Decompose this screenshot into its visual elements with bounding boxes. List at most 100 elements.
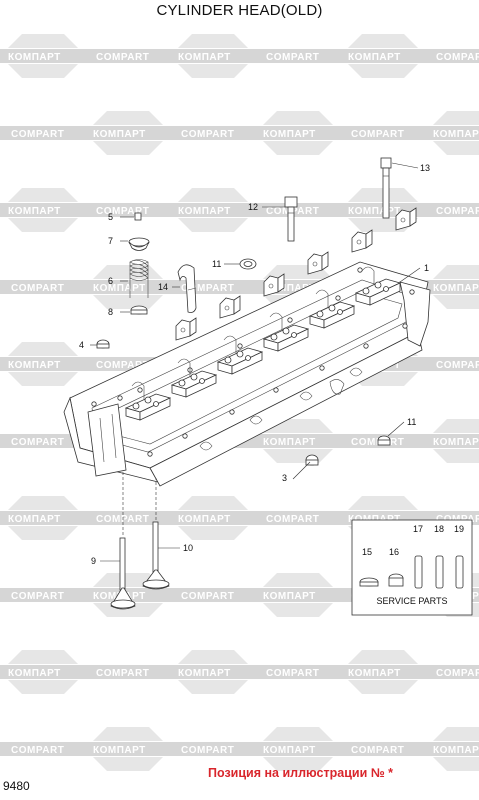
watermark-text-ru: КОМПАРТ xyxy=(8,360,61,371)
part-3-plug xyxy=(305,454,319,466)
callout-4: 4 xyxy=(79,340,84,350)
watermark-text-ru: КОМПАРТ xyxy=(178,52,231,63)
callout-19: 19 xyxy=(454,524,464,534)
watermark-text-en: COMPART xyxy=(436,514,479,525)
callout-14: 14 xyxy=(158,282,168,292)
watermark-text-ru: КОМПАРТ xyxy=(433,437,479,448)
cylinder-valve-module xyxy=(262,312,310,352)
callout-12: 12 xyxy=(248,202,258,212)
watermark-text-ru: КОМПАРТ xyxy=(263,591,316,602)
part-13-long-bolt xyxy=(380,157,392,219)
watermark-text-en: COMPART xyxy=(266,52,319,63)
bolt-hole xyxy=(363,343,369,349)
watermark-badge: КОМПАРТ COMPART xyxy=(164,34,340,78)
cylinder-valve-module xyxy=(124,381,172,421)
watermark-text-en: COMPART xyxy=(11,745,64,756)
watermark-text-en: COMPART xyxy=(11,283,64,294)
watermark-text-en: COMPART xyxy=(96,514,149,525)
callout-11-top: 11 xyxy=(212,259,221,269)
bolt-hole xyxy=(229,409,235,415)
callout-1: 1 xyxy=(424,263,429,273)
callout-17: 17 xyxy=(413,524,423,534)
callout-5: 5 xyxy=(108,212,113,222)
watermark-badge: КОМПАРТ COMPART xyxy=(0,34,170,78)
watermark-text-en: COMPART xyxy=(181,129,234,140)
cylinder-valve-module xyxy=(308,289,356,329)
bolt-hole xyxy=(357,267,363,273)
watermark-text-en: COMPART xyxy=(436,668,479,679)
callout-13: 13 xyxy=(420,163,430,173)
callout-18: 18 xyxy=(434,524,444,534)
cylinder-valve-module xyxy=(216,335,264,375)
watermark-badge: КОМПАРТ COMPART xyxy=(0,650,170,694)
watermark-text-en: COMPART xyxy=(96,668,149,679)
watermark-text-ru: КОМПАРТ xyxy=(178,206,231,217)
watermark-text-en: COMPART xyxy=(351,129,404,140)
watermark-badge: КОМПАРТ COMPART xyxy=(164,496,340,540)
watermark-text-en: COMPART xyxy=(11,591,64,602)
watermark-text-en: COMPART xyxy=(436,52,479,63)
watermark-text-en: COMPART xyxy=(181,591,234,602)
watermark-text-ru: КОМПАРТ xyxy=(93,129,146,140)
part-12-bolt xyxy=(284,196,298,242)
cylinder-valve-module xyxy=(170,358,218,398)
callout-7: 7 xyxy=(108,236,113,246)
watermark-text-en: COMPART xyxy=(96,52,149,63)
watermark-text-ru: КОМПАРТ xyxy=(348,52,401,63)
part-7-retainer xyxy=(128,237,150,251)
watermark-text-ru: КОМПАРТ xyxy=(263,437,316,448)
watermark-text-ru: КОМПАРТ xyxy=(433,129,479,140)
watermark-text-ru: КОМПАРТ xyxy=(8,52,61,63)
watermark-text-ru: КОМПАРТ xyxy=(348,514,401,525)
bolt-hole xyxy=(402,323,408,329)
bolt-hole xyxy=(335,295,341,301)
watermark-text-ru: КОМПАРТ xyxy=(263,283,316,294)
illustration-position-note: Позиция на иллюстрации № * xyxy=(208,766,393,780)
watermark-text-ru: КОМПАРТ xyxy=(8,668,61,679)
rocker-stand xyxy=(307,251,329,275)
watermark-text-ru: КОМПАРТ xyxy=(178,668,231,679)
rocker-stand xyxy=(219,295,241,319)
part-4-plug xyxy=(96,339,110,349)
part-11-seal-right xyxy=(377,435,391,446)
callout-9: 9 xyxy=(91,556,96,566)
watermark-text-ru: КОМПАРТ xyxy=(93,745,146,756)
callout-10: 10 xyxy=(183,543,193,553)
watermark-badge: КОМПАРТ COMPART xyxy=(334,650,479,694)
callout-6: 6 xyxy=(108,276,113,286)
bolt-hole xyxy=(182,433,188,439)
watermark-text-ru: КОМПАРТ xyxy=(348,668,401,679)
rocker-stand xyxy=(351,229,373,253)
page-number: 9480 xyxy=(3,779,30,793)
rocker-stand xyxy=(395,207,417,231)
callout-15: 15 xyxy=(362,547,372,557)
callout-16: 16 xyxy=(389,547,399,557)
watermark-text-en: COMPART xyxy=(11,129,64,140)
cylinder-valve-module xyxy=(354,266,402,306)
watermark-text-en: COMPART xyxy=(96,360,149,371)
bolt-hole xyxy=(91,401,97,407)
bolt-hole xyxy=(147,451,153,457)
watermark-text-en: COMPART xyxy=(266,514,319,525)
callout-3: 3 xyxy=(282,473,287,483)
watermark-text-en: COMPART xyxy=(11,437,64,448)
watermark-text-en: COMPART xyxy=(181,283,234,294)
bolt-hole xyxy=(319,365,325,371)
watermark-text-ru: КОМПАРТ xyxy=(178,514,231,525)
watermark-text-ru: КОМПАРТ xyxy=(433,283,479,294)
